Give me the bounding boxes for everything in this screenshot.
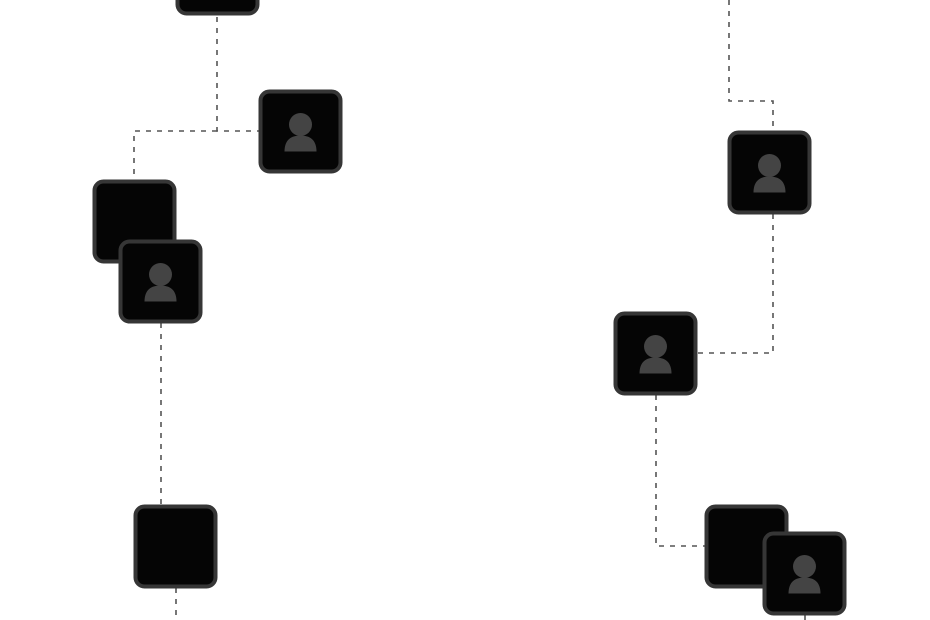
user-avatar-icon <box>284 113 317 152</box>
avatar-body-shape <box>284 135 317 152</box>
dashed-connector-line <box>728 0 774 131</box>
user-node-tile[interactable] <box>258 89 343 174</box>
dashed-connector-line <box>133 130 217 180</box>
avatar-body-shape <box>788 577 821 594</box>
avatar-body-shape <box>753 176 786 193</box>
avatar-head-shape <box>758 154 781 177</box>
user-avatar-icon <box>639 335 672 374</box>
dashed-connector-line <box>216 17 259 132</box>
user-node-tile[interactable] <box>613 311 698 396</box>
node-tile-frame <box>175 0 260 16</box>
connectors-layer <box>133 0 806 620</box>
user-avatar-icon <box>788 555 821 594</box>
nodes-layer <box>92 0 847 616</box>
user-node-tile[interactable] <box>727 130 812 215</box>
user-avatar-icon <box>144 263 177 302</box>
avatar-head-shape <box>289 113 312 136</box>
avatar-body-shape <box>639 357 672 374</box>
dashed-connector-line <box>697 214 774 354</box>
user-node-tile[interactable] <box>762 531 847 616</box>
dashed-connector-line <box>655 395 705 547</box>
user-avatar-icon <box>753 154 786 193</box>
avatar-head-shape <box>644 335 667 358</box>
avatar-head-shape <box>149 263 172 286</box>
empty-node-tile[interactable] <box>175 0 260 16</box>
avatar-head-shape <box>793 555 816 578</box>
user-node-tile[interactable] <box>118 239 203 324</box>
empty-node-tile[interactable] <box>133 504 218 589</box>
avatar-body-shape <box>144 285 177 302</box>
node-tile-frame <box>133 504 218 589</box>
